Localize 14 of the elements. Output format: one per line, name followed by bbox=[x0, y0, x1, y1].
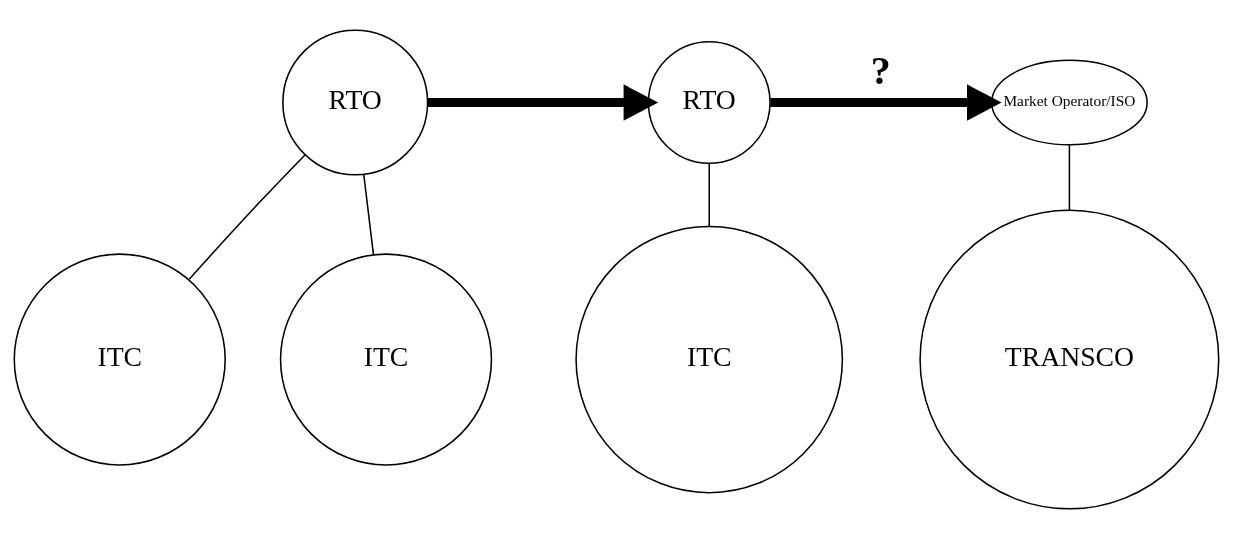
node-circle: ITC bbox=[13, 252, 226, 466]
node-circle: RTO bbox=[282, 28, 429, 176]
node-ellipse: Market Operator/ISO bbox=[990, 58, 1148, 146]
connector bbox=[363, 173, 375, 255]
node-circle: ITC bbox=[575, 225, 844, 493]
connector bbox=[1068, 143, 1071, 211]
node-circle: RTO bbox=[647, 40, 771, 164]
node-circle: ITC bbox=[279, 252, 493, 466]
connector bbox=[188, 153, 306, 280]
node-circle: TRANSCO bbox=[919, 208, 1220, 510]
arrow bbox=[427, 83, 659, 121]
arrow bbox=[770, 83, 1002, 121]
connector bbox=[708, 162, 710, 227]
edge-label: ? bbox=[870, 47, 891, 93]
